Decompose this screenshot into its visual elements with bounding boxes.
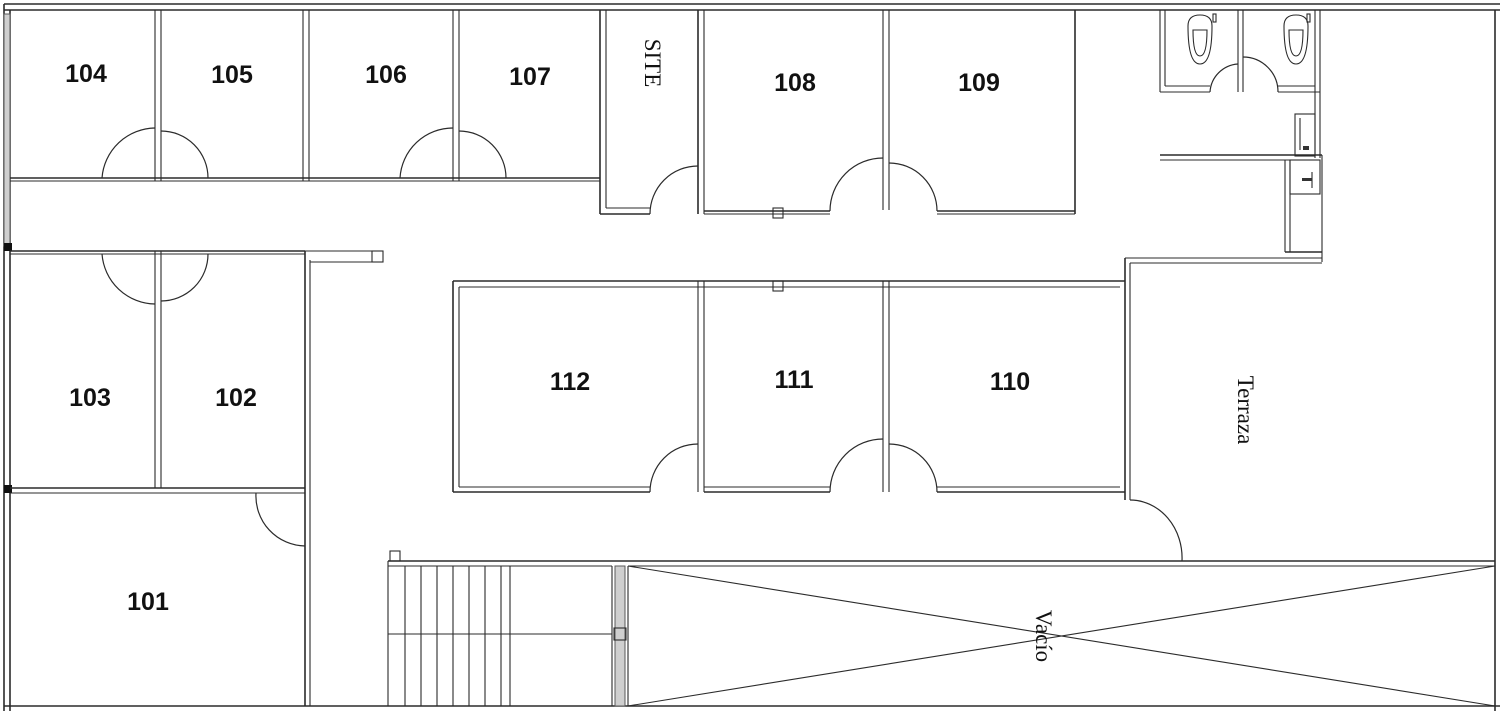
toilet-icon bbox=[1283, 13, 1311, 65]
column-marker bbox=[4, 243, 12, 251]
door-swing-icon bbox=[649, 443, 699, 493]
offices-108-109 bbox=[704, 10, 1076, 219]
room-label-105: 105 bbox=[211, 61, 253, 89]
terraza-area bbox=[1129, 499, 1183, 562]
site-room bbox=[600, 10, 705, 215]
door-swing-icon bbox=[888, 443, 938, 493]
room-label-108: 108 bbox=[774, 69, 816, 97]
sink-icon bbox=[1289, 159, 1321, 195]
room-label-106: 106 bbox=[365, 61, 407, 89]
room-label-101: 101 bbox=[127, 588, 169, 616]
door-swing-icon bbox=[829, 157, 884, 212]
door-swing-icon bbox=[255, 492, 306, 547]
sink-icon bbox=[1294, 113, 1316, 157]
room-label-109: 109 bbox=[958, 69, 1000, 97]
vacio-label: Vacío bbox=[1031, 610, 1056, 662]
bathroom-block bbox=[1125, 10, 1323, 264]
door-swing-icon bbox=[1129, 499, 1183, 562]
door-swing-icon bbox=[160, 130, 209, 179]
door-swing-icon bbox=[888, 162, 938, 212]
room-label-111: 111 bbox=[775, 366, 814, 394]
stair-icon bbox=[387, 550, 1495, 707]
site-label: SITE bbox=[640, 39, 665, 88]
offices-110-112 bbox=[452, 258, 1131, 500]
door-swing-icon bbox=[160, 253, 209, 302]
toilet-icon bbox=[1187, 13, 1217, 65]
room-label-110: 110 bbox=[990, 368, 1030, 396]
column-marker bbox=[4, 485, 12, 493]
door-swing-icon bbox=[1242, 56, 1279, 93]
room-label-102: 102 bbox=[215, 384, 257, 412]
window-left bbox=[3, 13, 11, 247]
door-swing-icon bbox=[399, 127, 454, 179]
door-swing-icon bbox=[649, 165, 699, 215]
top-left-offices bbox=[10, 10, 607, 214]
outer-walls bbox=[3, 3, 1500, 711]
room-label-103: 103 bbox=[69, 384, 111, 412]
door-swing-icon bbox=[1209, 63, 1239, 93]
room-label-112: 112 bbox=[550, 368, 590, 396]
door-swing-icon bbox=[458, 130, 507, 179]
door-swing-icon bbox=[101, 253, 156, 305]
office-101 bbox=[255, 492, 311, 706]
door-swing-icon bbox=[101, 127, 156, 179]
offices-103-102 bbox=[10, 250, 384, 546]
room-label-104: 104 bbox=[65, 60, 107, 88]
void-area bbox=[627, 565, 1496, 707]
terraza-label: Terraza bbox=[1233, 376, 1258, 445]
room-label-107: 107 bbox=[509, 63, 551, 91]
door-swing-icon bbox=[829, 438, 884, 493]
